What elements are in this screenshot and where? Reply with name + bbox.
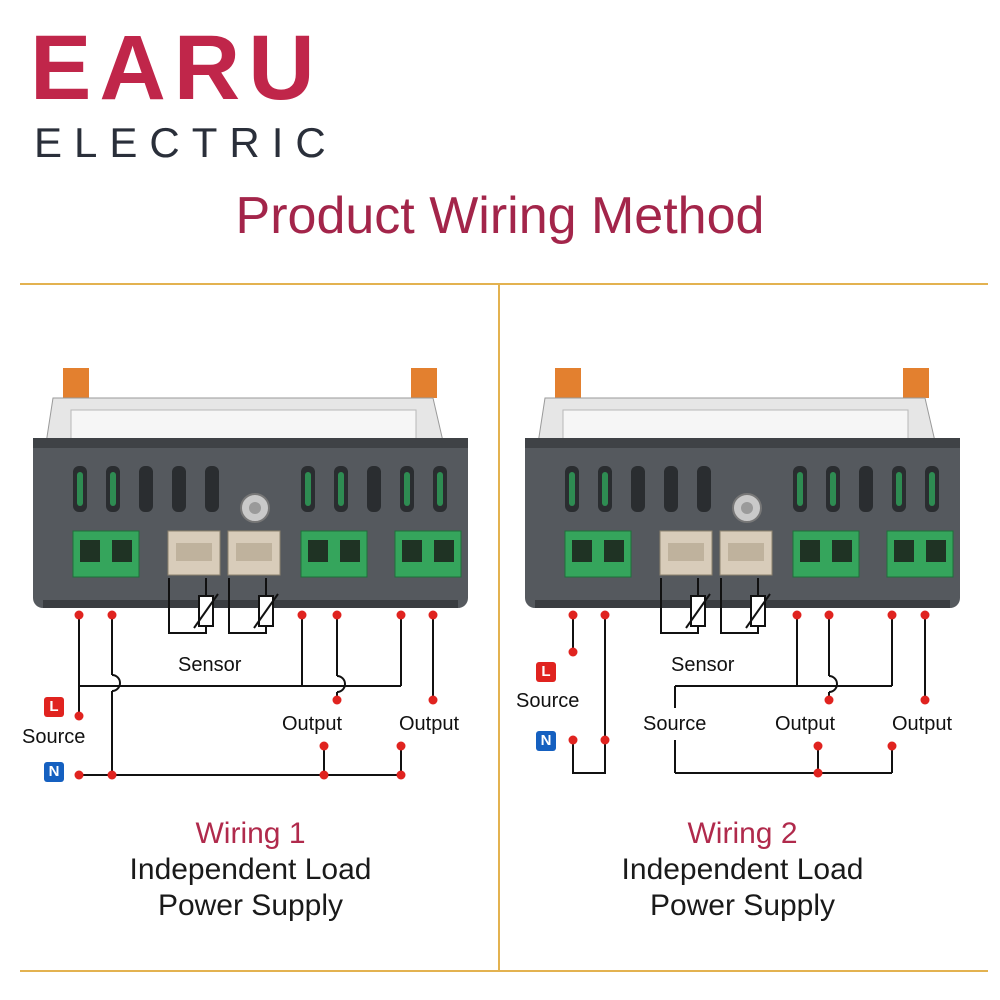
source-label: Source: [22, 726, 86, 748]
output-label-b: Output: [399, 713, 460, 735]
bottom-divider: [20, 970, 988, 972]
output-label-a: Output: [282, 713, 343, 735]
wiring-title: Wiring 1: [195, 817, 306, 850]
wiring-caption-line1: Independent Load: [621, 853, 864, 886]
sensor-label: Sensor: [178, 654, 242, 676]
live-badge: L: [44, 697, 64, 717]
sensor-label: Sensor: [671, 654, 735, 676]
wiring-caption-line2: Power Supply: [649, 889, 836, 922]
output-label-a: Output: [775, 713, 836, 735]
load-source-label: Source: [643, 713, 707, 735]
wiring-title: Wiring 2: [687, 817, 798, 850]
wiring-caption-line2: Power Supply: [157, 889, 344, 922]
neutral-badge: N: [536, 731, 556, 751]
brand-subtitle: ELECTRIC: [34, 119, 338, 166]
source-label: Source: [516, 690, 580, 712]
center-divider: [498, 284, 500, 972]
output-label-b: Output: [892, 713, 953, 735]
live-badge: L: [536, 662, 556, 682]
neutral-badge: N: [44, 762, 64, 782]
wiring-caption-line1: Independent Load: [129, 853, 372, 886]
brand-logo: EARU: [30, 17, 323, 119]
page-title: Product Wiring Method: [235, 187, 765, 245]
top-divider: [20, 283, 988, 285]
